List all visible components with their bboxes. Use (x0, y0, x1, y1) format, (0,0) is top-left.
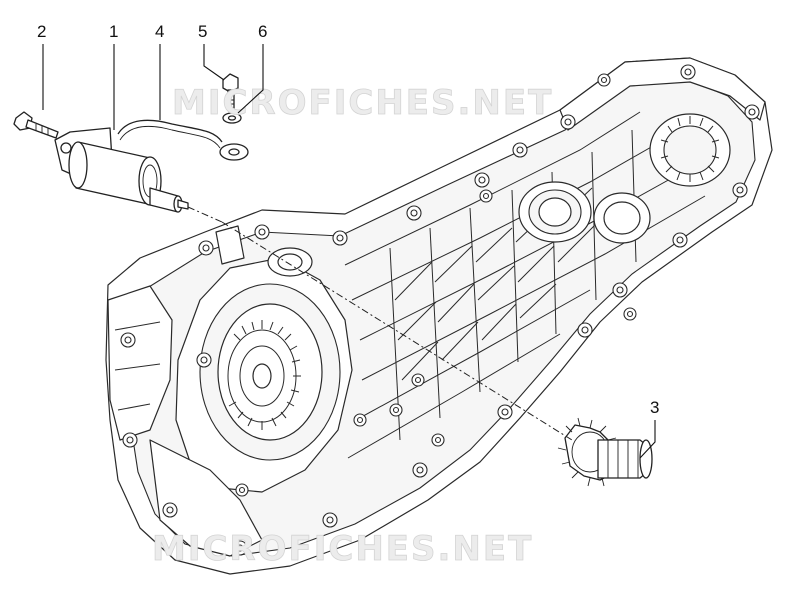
callout-4-number: 4 (155, 22, 164, 41)
assembly-centerlines (187, 110, 573, 441)
callout-6-number: 6 (258, 22, 267, 41)
cable-bolt (222, 73, 239, 109)
callout-3-number: 3 (650, 398, 659, 417)
starter-gear (557, 417, 653, 487)
callout-1: 1 (109, 22, 118, 130)
callout-5-leader (203, 44, 225, 81)
washer (222, 112, 242, 124)
crankcase (105, 57, 773, 575)
callout-3: 3 (639, 398, 659, 459)
callout-1-number: 1 (109, 22, 118, 41)
callout-5: 5 (198, 22, 225, 81)
callout-4: 4 (155, 22, 164, 120)
watermark-top: MICROFICHES.NET (172, 83, 553, 123)
watermark-bottom: MICROFICHES.NET (152, 529, 533, 569)
clutch-teeth (227, 320, 301, 430)
mounting-bosses (120, 64, 760, 556)
callout-6: 6 (237, 22, 267, 114)
callout-2-number: 2 (37, 22, 46, 41)
flange-bolt (13, 111, 59, 139)
callout-2: 2 (37, 22, 46, 110)
callout-6-leader (237, 44, 264, 114)
callout-3-leader (639, 420, 656, 459)
starter-motor (54, 119, 249, 213)
callout-5-number: 5 (198, 22, 207, 41)
